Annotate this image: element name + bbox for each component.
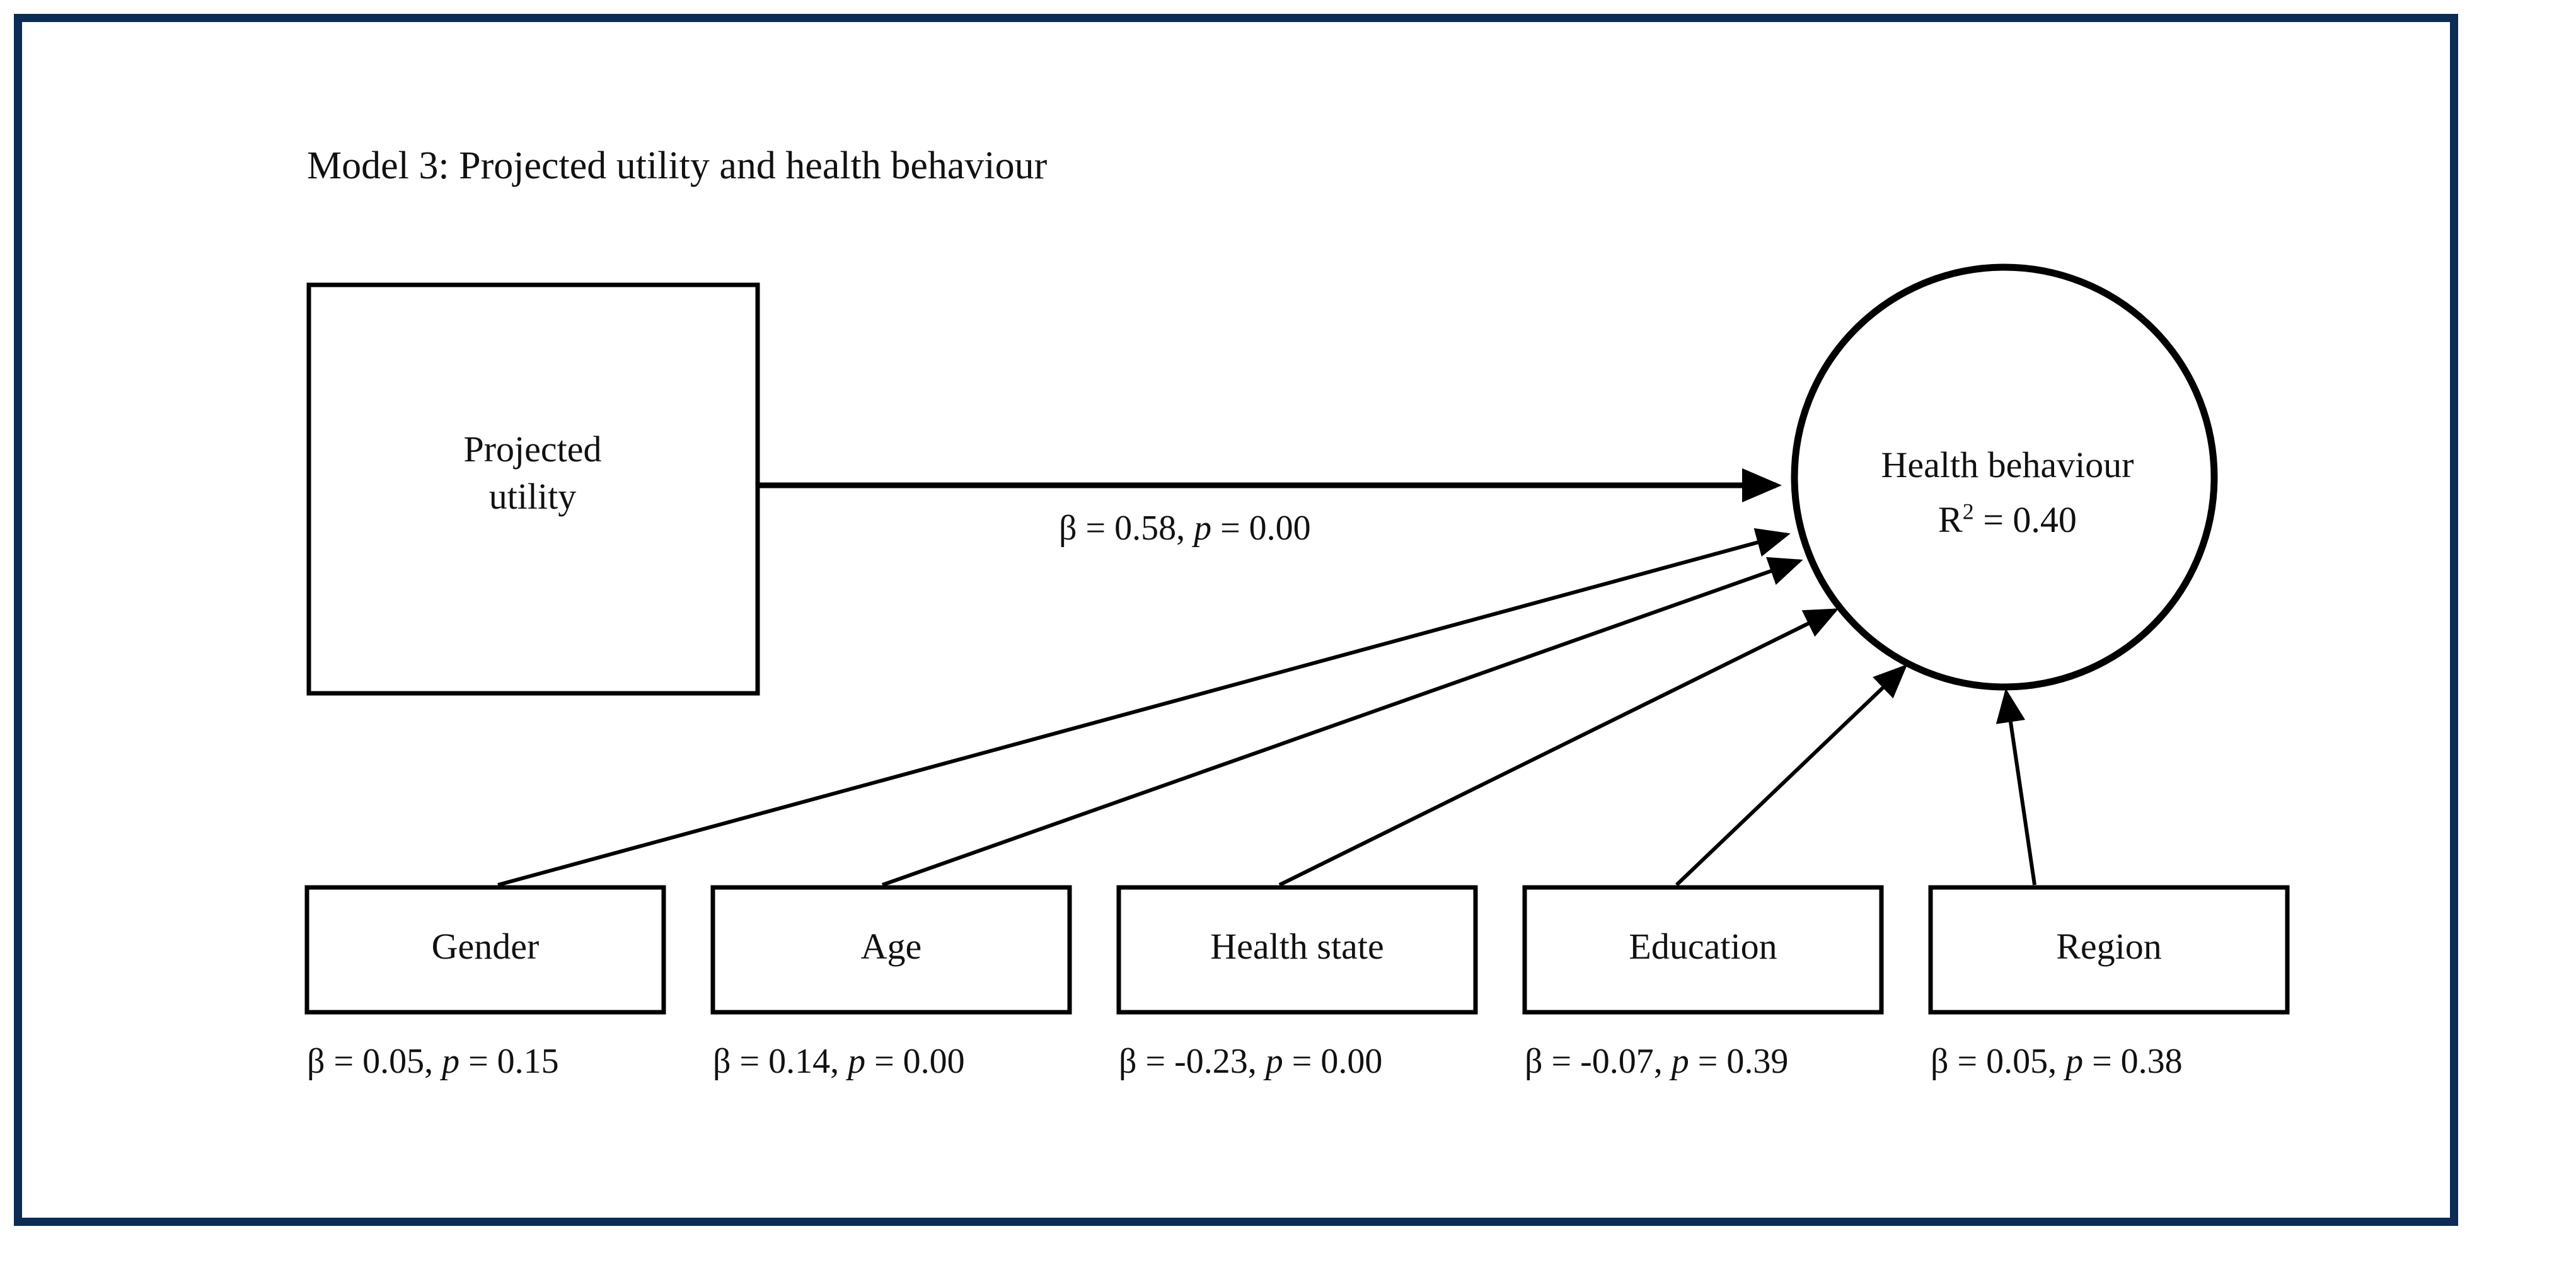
p-text: = 0.39 [1697, 1042, 1789, 1081]
node-label-projected-utility: Projected utility [309, 425, 756, 521]
p-symbol: p [848, 1042, 866, 1081]
p-text: = 0.15 [468, 1042, 559, 1081]
node-label-health-behaviour: Health behaviour R2 = 0.40 [1793, 441, 2222, 544]
p-symbol: p [442, 1042, 460, 1081]
node-region[interactable] [1928, 885, 2290, 1015]
node-gender[interactable] [304, 885, 666, 1015]
r-exponent: 2 [1962, 499, 1974, 525]
p-symbol: p [1194, 509, 1212, 548]
beta-text: β = -0.07, [1525, 1042, 1663, 1081]
path-health-state-to-health-behaviour [1278, 608, 1839, 887]
beta-text: β = 0.05, [307, 1042, 434, 1081]
coef-label-projected-utility: β = 0.58, p = 0.00 [1059, 508, 1311, 548]
node-label-gender: Gender [431, 926, 540, 967]
path-region-to-health-behaviour [1996, 688, 2036, 886]
node-label-education: Education [1629, 926, 1777, 967]
node-label-health-state: Health state [1210, 926, 1384, 967]
coef-label-region: β = 0.05, p = 0.38 [1931, 1041, 2183, 1082]
node-health-behaviour[interactable] [1791, 263, 2218, 691]
node-label-region: Region [2056, 926, 2162, 967]
beta-text: β = -0.23, [1119, 1042, 1257, 1081]
p-text: = 0.38 [2092, 1042, 2183, 1081]
r-symbol: R [1938, 499, 1963, 541]
p-symbol: p [1671, 1042, 1689, 1081]
node-projected-utility[interactable] [306, 282, 760, 696]
path-education-to-health-behaviour [1675, 664, 1908, 887]
beta-text: β = 0.05, [1931, 1042, 2057, 1081]
r-squared-number: = 0.40 [1983, 499, 2077, 541]
p-text: = 0.00 [1291, 1042, 1383, 1081]
p-text: = 0.00 [1220, 509, 1311, 548]
path-gender-to-health-behaviour [497, 528, 1791, 887]
outcome-name: Health behaviour [1881, 444, 2134, 485]
node-education[interactable] [1522, 885, 1884, 1015]
p-symbol: p [1265, 1042, 1283, 1081]
coef-label-education: β = -0.07, p = 0.39 [1525, 1041, 1788, 1082]
r-squared-value: R2 = 0.40 [1793, 496, 2222, 543]
node-label-age: Age [860, 926, 922, 967]
node-age[interactable] [710, 885, 1072, 1015]
node-health-state[interactable] [1116, 885, 1478, 1015]
page-title: Model 3: Projected utility and health be… [307, 144, 1048, 187]
node-label-line-1: Projected [463, 429, 602, 470]
beta-text: β = 0.58, [1059, 509, 1186, 548]
node-label-line-2: utility [488, 476, 577, 517]
beta-text: β = 0.14, [713, 1042, 840, 1081]
coef-label-gender: β = 0.05, p = 0.15 [307, 1041, 559, 1082]
coef-label-age: β = 0.14, p = 0.00 [713, 1041, 965, 1082]
coef-label-health-state: β = -0.23, p = 0.00 [1119, 1041, 1382, 1082]
path-age-to-health-behaviour [882, 557, 1803, 887]
p-symbol: p [2065, 1042, 2084, 1081]
p-text: = 0.00 [874, 1042, 965, 1081]
